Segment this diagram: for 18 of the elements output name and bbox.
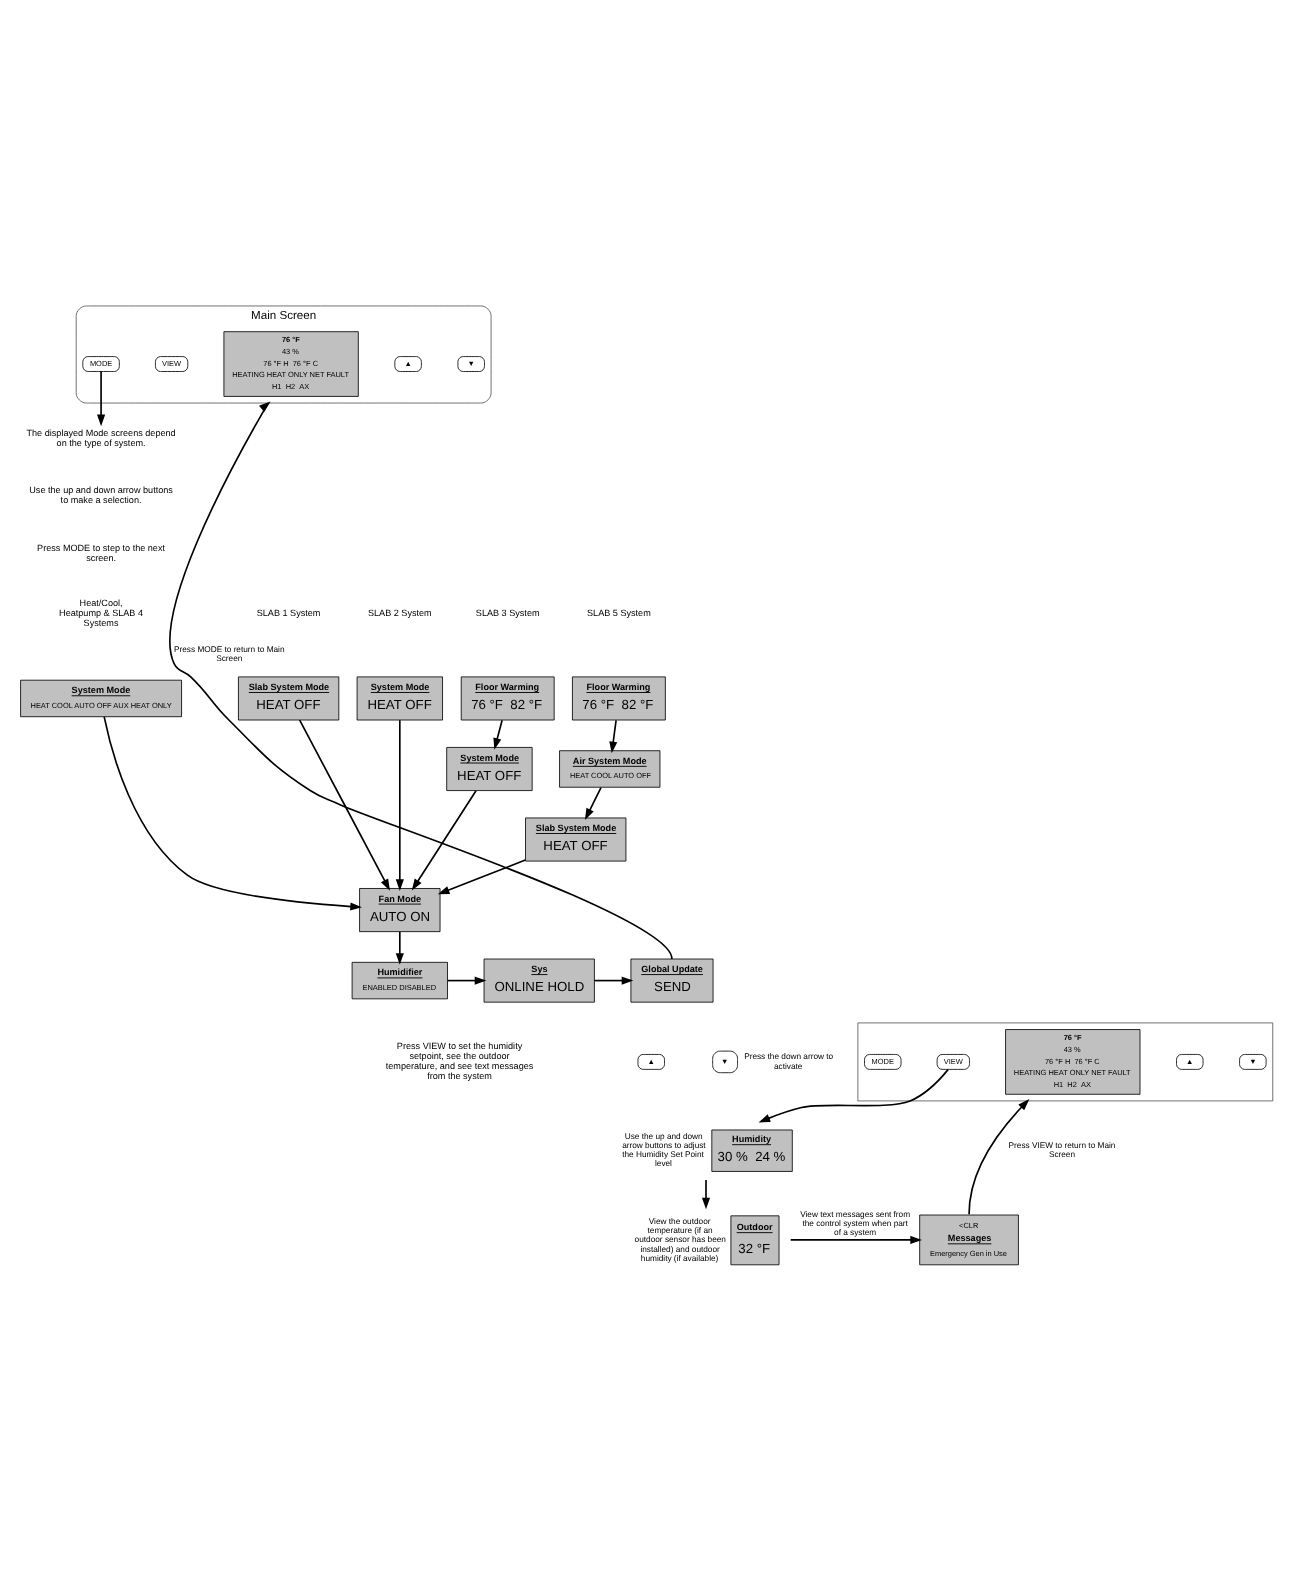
arrow bbox=[437, 859, 527, 895]
arrow bbox=[758, 1068, 949, 1123]
arrow bbox=[701, 1179, 711, 1210]
arrow bbox=[395, 931, 404, 965]
cluster bbox=[857, 1022, 1274, 1102]
arrow bbox=[395, 719, 404, 891]
arrow bbox=[789, 1235, 922, 1244]
arrow bbox=[97, 370, 106, 427]
arrow bbox=[968, 1099, 1030, 1215]
arrow bbox=[103, 716, 362, 911]
arrow bbox=[446, 976, 487, 985]
arrow bbox=[493, 719, 503, 750]
arrow bbox=[593, 976, 634, 985]
arrow bbox=[609, 719, 618, 754]
arrow bbox=[584, 786, 602, 821]
arrow bbox=[169, 401, 673, 960]
arrow bbox=[298, 719, 390, 891]
arrow bbox=[411, 789, 477, 891]
